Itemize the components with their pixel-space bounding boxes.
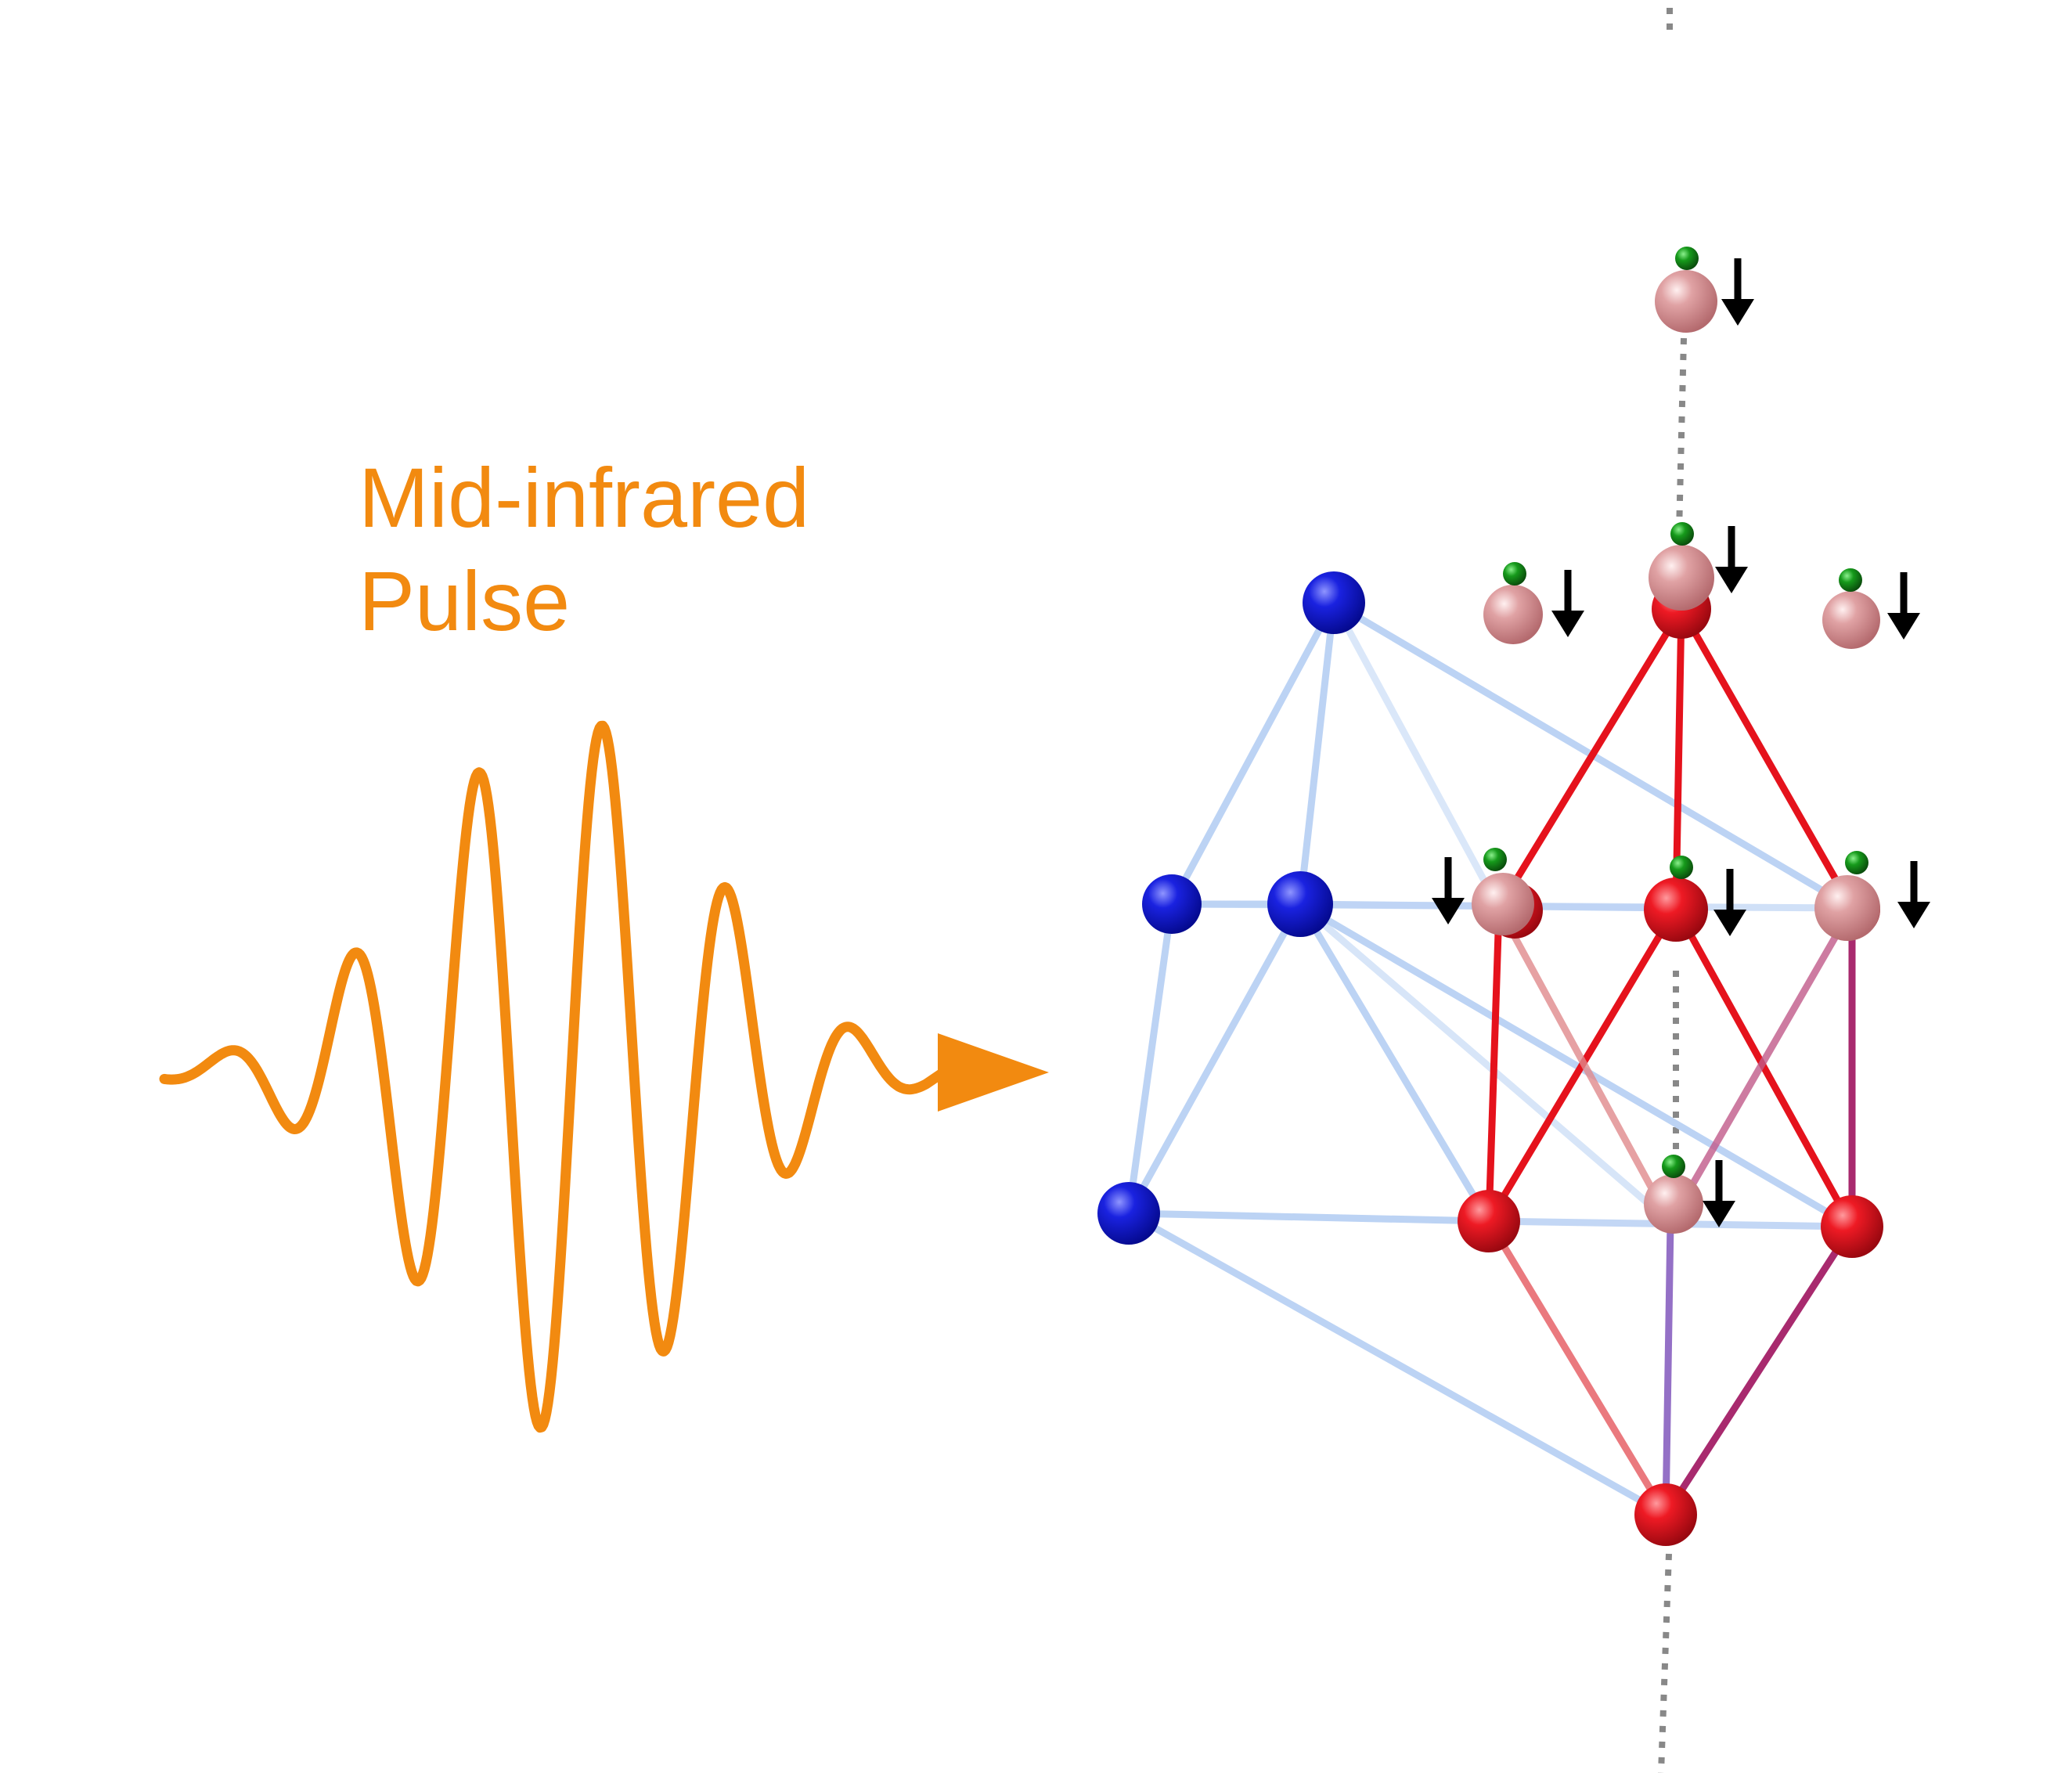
blue-bond: [1125, 900, 1176, 1217]
down-arrow-icon: [1432, 857, 1465, 924]
red-bond: [1495, 605, 1685, 912]
blue-bond: [1168, 599, 1338, 908]
red-atom: [1634, 1483, 1697, 1546]
blue-bond: [1125, 1209, 1670, 1519]
blue-bonds: [1125, 599, 1856, 1519]
red-bond: [1495, 904, 1674, 1227]
blue-bond: [1296, 900, 1674, 1227]
green-atom: [1845, 851, 1868, 874]
pulse-label-line1: Mid-infrared: [359, 450, 810, 545]
mid-infrared-pulse-icon: [159, 720, 1049, 1433]
pulse-label: Mid-infrared Pulse: [359, 446, 809, 653]
blue-bond: [1330, 599, 1503, 912]
green-atom: [1670, 856, 1693, 879]
pulse-arrowhead: [938, 1033, 1049, 1112]
down-arrow-icon: [1713, 869, 1746, 936]
down-arrow-icon: [1715, 526, 1748, 593]
blue-atom: [1303, 571, 1365, 634]
down-arrow-icon: [1897, 861, 1930, 928]
blue-atom: [1097, 1182, 1160, 1245]
pink-atom: [1644, 1174, 1703, 1234]
blue-bond: [1296, 900, 1856, 1231]
green-atom: [1670, 522, 1694, 546]
red-bond: [1677, 605, 1856, 912]
red-bond: [1485, 1217, 1670, 1519]
green-atom: [1839, 568, 1862, 592]
down-arrow-icon: [1703, 1160, 1735, 1227]
pink-atom: [1472, 873, 1534, 935]
blue-atom: [1142, 874, 1202, 934]
axis-segment-bottom: [1658, 1553, 1672, 1773]
red-atom: [1458, 1190, 1520, 1252]
blue-bond: [1125, 1209, 1493, 1225]
pink-atom: [1649, 545, 1714, 611]
green-atom: [1483, 848, 1507, 871]
red-bond: [1662, 1219, 1674, 1519]
pulse-label-line2: Pulse: [359, 553, 571, 648]
green-atom: [1675, 247, 1699, 270]
pink-atom: [1655, 270, 1717, 333]
red-bond: [1667, 904, 1856, 1227]
blue-bond: [1296, 599, 1338, 908]
red-atom: [1821, 1195, 1883, 1258]
pink-atom: [1822, 591, 1880, 649]
blue-atom: [1267, 871, 1333, 937]
down-arrow-icon: [1551, 570, 1584, 637]
pulse-wave: [159, 720, 949, 1433]
down-arrow-icon: [1887, 572, 1920, 640]
red-bonds: [1485, 605, 1856, 1519]
red-atom: [1644, 877, 1708, 942]
axis-dotted-line: [1658, 8, 1687, 1773]
red-bond: [1662, 1223, 1856, 1519]
down-arrow-icon: [1721, 258, 1754, 326]
red-bond: [1485, 904, 1503, 1225]
axis-segment-upper: [1676, 337, 1687, 533]
green-atom: [1662, 1155, 1685, 1178]
green-atom: [1503, 562, 1526, 586]
blue-bond: [1296, 900, 1493, 1225]
pink-atom: [1814, 875, 1880, 941]
pink-atom: [1483, 585, 1543, 644]
atoms: [1097, 247, 1930, 1546]
blue-bond: [1125, 900, 1304, 1217]
